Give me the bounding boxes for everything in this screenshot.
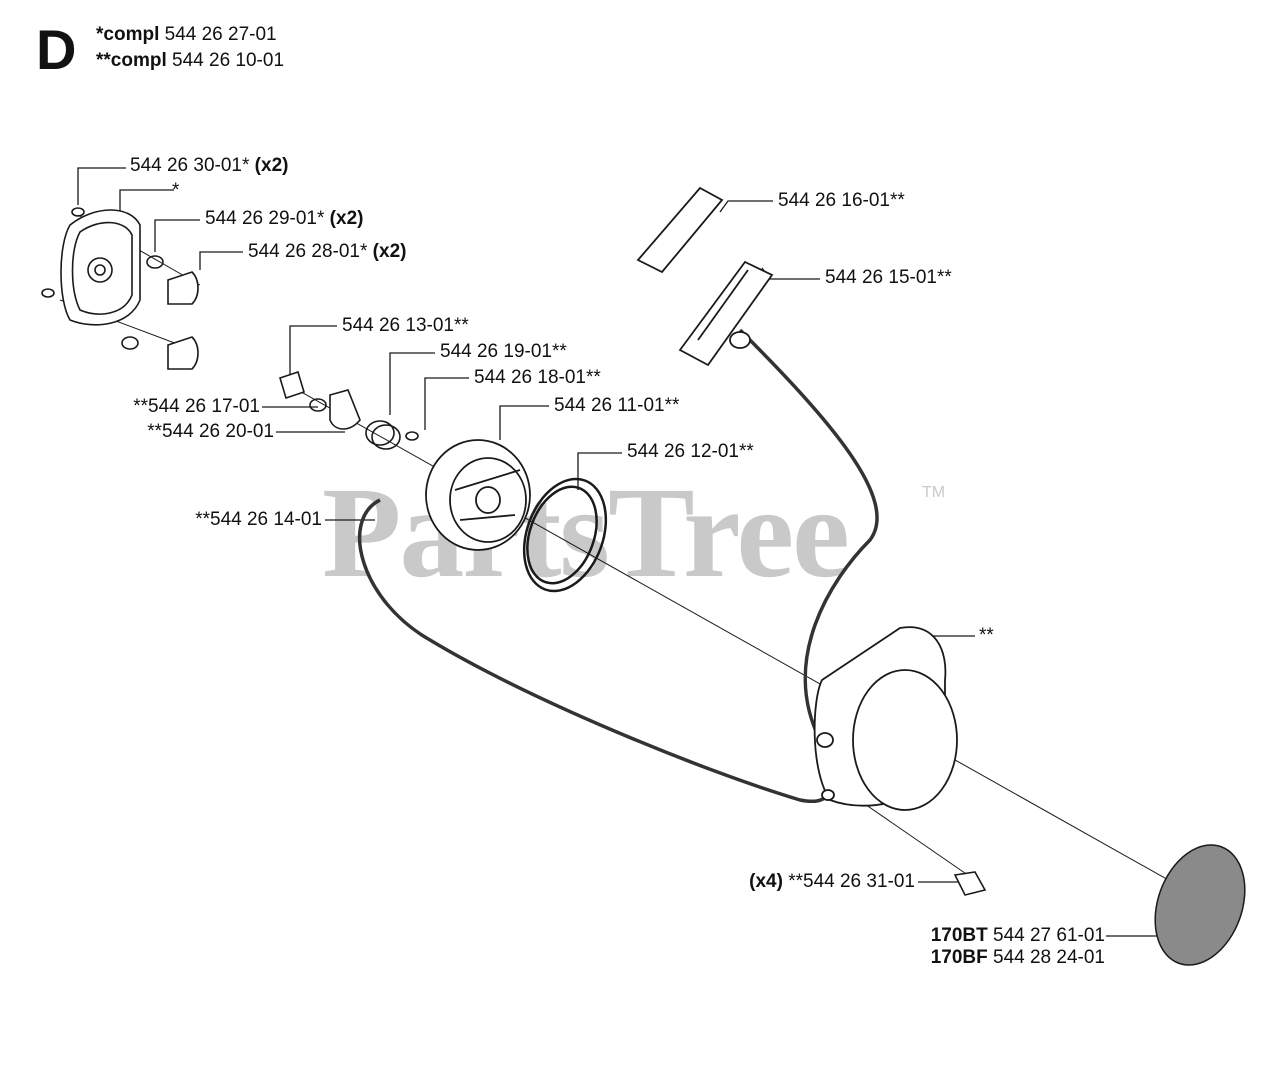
leader-p1301 — [289, 325, 337, 378]
part-number: 544 28 24-01 — [993, 947, 1105, 968]
part-number: **544 26 14-01 — [195, 509, 322, 530]
part-label: **544 26 17-01 — [110, 396, 260, 418]
part-number: 544 26 12-01** — [627, 441, 754, 462]
part-number: 544 26 29-01* — [205, 208, 325, 229]
part-label: **544 26 20-01 — [124, 421, 274, 443]
part-number: **544 26 17-01 — [133, 396, 260, 417]
starter-housing — [813, 626, 958, 811]
leader-p1801 — [424, 377, 469, 430]
header-line-1-prefix: *compl — [96, 24, 160, 45]
leader-p1901 — [389, 352, 435, 415]
part-label: 544 26 28-01* (x2) — [248, 241, 406, 263]
decal — [1154, 844, 1246, 966]
part-label: * — [172, 180, 179, 202]
part-label: 544 26 15-01** — [825, 267, 952, 289]
part-number: * — [172, 180, 180, 201]
starter-handle — [636, 186, 774, 367]
part-quantity: (x2) — [254, 155, 289, 176]
assembly-axis — [279, 379, 1196, 896]
part-label: 544 26 29-01* (x2) — [205, 208, 363, 230]
part-quantity: (x2) — [329, 208, 364, 229]
leader-p2901 — [154, 219, 200, 252]
part-number: 544 27 61-01 — [993, 925, 1105, 946]
part-quantity: (x2) — [372, 241, 407, 262]
header-line-1: *compl 544 26 27-01 — [96, 24, 277, 46]
part-number: **544 26 31-01 — [788, 871, 915, 892]
leader-p1101 — [499, 405, 549, 440]
leader-p2801 — [199, 251, 243, 270]
part-quantity: (x4) — [749, 871, 783, 892]
pulley-hardware — [279, 370, 419, 450]
part-label: 544 26 18-01** — [474, 367, 601, 389]
part-label: 170BT 544 27 61-01 — [880, 925, 1105, 947]
trademark-mark: TM — [922, 484, 946, 501]
rope-pulley — [425, 439, 531, 551]
part-number: 544 26 18-01** — [474, 367, 601, 388]
part-label: 544 26 30-01* (x2) — [130, 155, 288, 177]
leader-p3001 — [77, 167, 126, 205]
screw — [953, 871, 987, 896]
part-label: 544 26 19-01** — [440, 341, 567, 363]
leader-p1201 — [577, 452, 622, 490]
part-label: 170BF 544 28 24-01 — [880, 947, 1105, 969]
part-number: 544 26 19-01** — [440, 341, 567, 362]
model-code: 170BF — [930, 947, 988, 968]
part-label: (x4) **544 26 31-01 — [700, 871, 915, 893]
header-line-2-prefix: **compl — [96, 50, 167, 71]
part-label: 544 26 11-01** — [554, 395, 679, 417]
watermark: PartsTree — [322, 461, 850, 605]
leader-p1601 — [719, 200, 773, 213]
pawl-cover — [41, 207, 199, 370]
part-number: 544 26 11-01** — [554, 395, 680, 416]
part-number: ** — [979, 625, 994, 646]
part-number: 544 26 13-01** — [342, 315, 469, 336]
part-number: 544 26 28-01* — [248, 241, 368, 262]
header-line-1-number: 544 26 27-01 — [164, 24, 277, 45]
part-number: **544 26 20-01 — [147, 421, 274, 442]
header-line-2-number: 544 26 10-01 — [172, 50, 285, 71]
part-label: ** — [979, 625, 994, 647]
part-label: 544 26 13-01** — [342, 315, 469, 337]
part-number: 544 26 16-01** — [778, 190, 905, 211]
part-label: **544 26 14-01 — [172, 509, 322, 531]
part-label: 544 26 12-01** — [627, 441, 754, 463]
part-number: 544 26 30-01* — [130, 155, 250, 176]
recoil-spring — [522, 477, 608, 593]
part-label: 544 26 16-01** — [778, 190, 905, 212]
header-line-2: **compl 544 26 10-01 — [96, 50, 284, 72]
section-letter: D — [36, 18, 77, 81]
model-code: 170BT — [930, 925, 988, 946]
part-number: 544 26 15-01** — [825, 267, 952, 288]
